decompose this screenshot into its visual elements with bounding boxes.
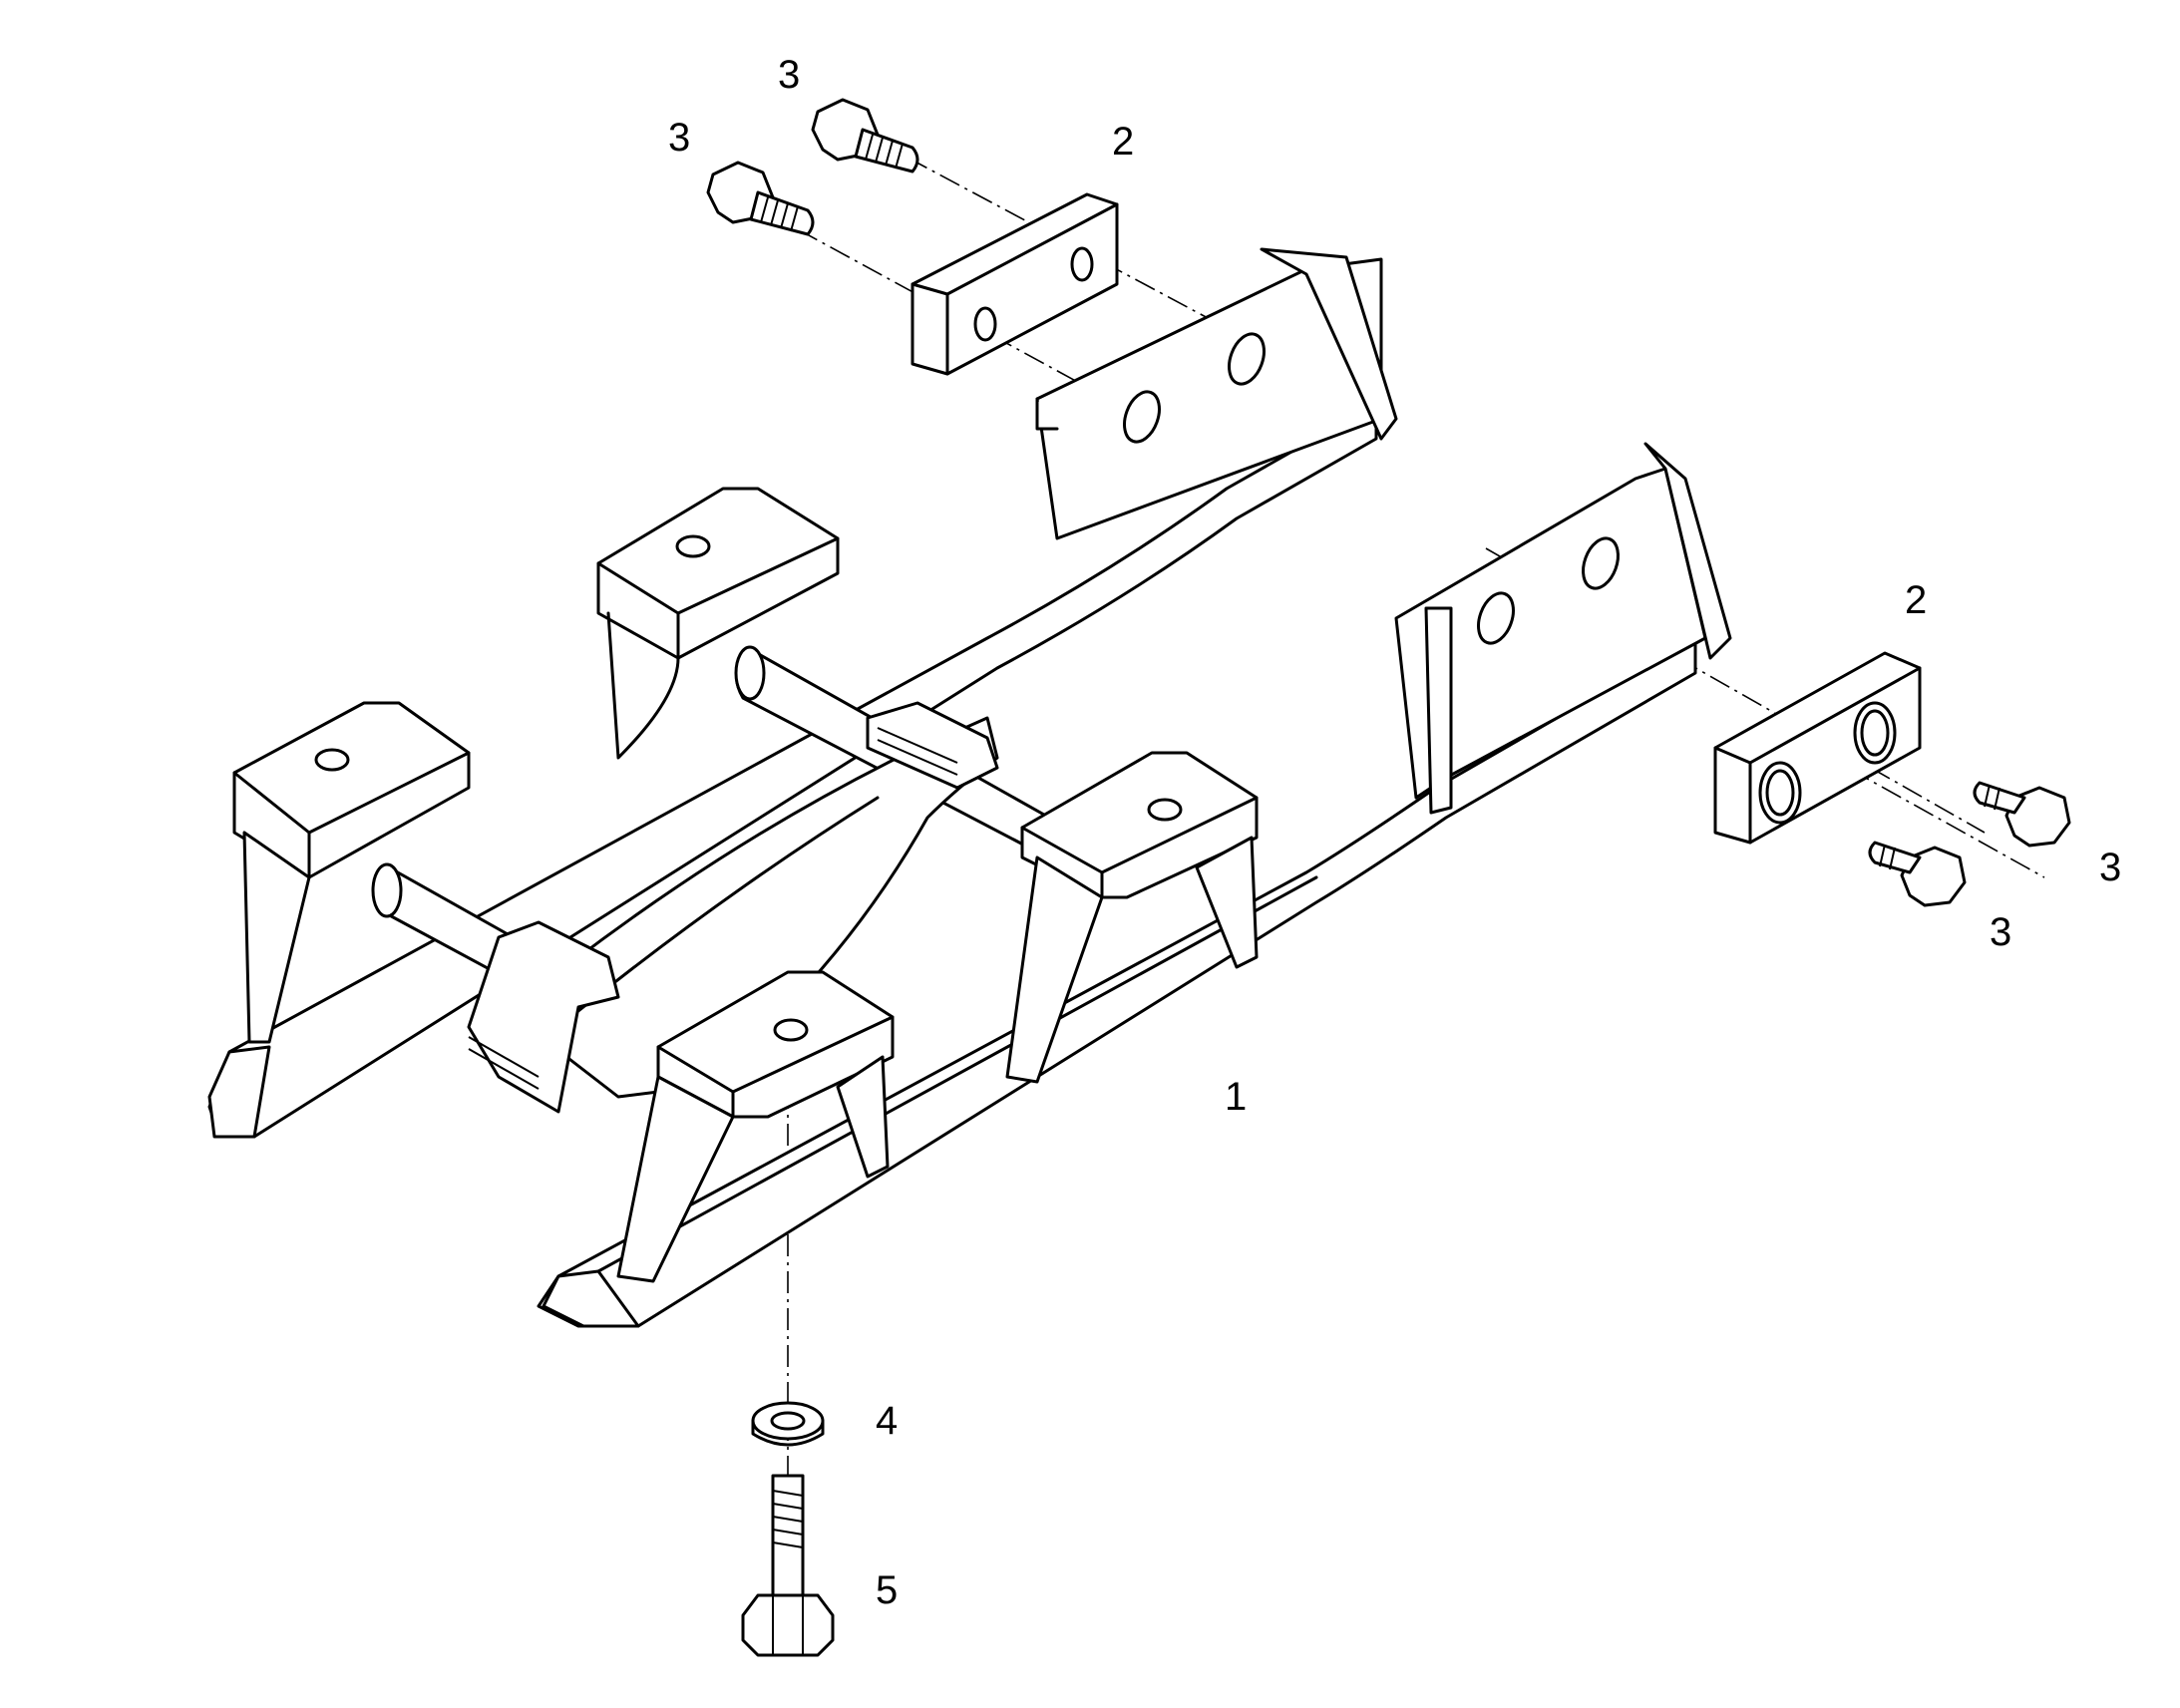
clamp-plate-part-2-lower (1713, 651, 1922, 845)
cap-screw-part-3-b (706, 161, 815, 236)
front-rail (537, 636, 1697, 1328)
assembly-centerlines (787, 157, 2045, 1526)
callout-part-3-c: 3 (2099, 846, 2122, 889)
callout-part-1: 1 (1225, 1075, 1248, 1119)
callout-part-2-lower: 2 (1905, 578, 1928, 622)
mounting-pad-rear-left (596, 487, 840, 660)
callout-part-4: 4 (876, 1399, 899, 1443)
bolt-part-5 (741, 1474, 835, 1657)
callout-part-2-upper: 2 (1112, 120, 1135, 164)
cap-screw-part-3-c (1973, 781, 2071, 848)
rear-rail-plate (1035, 257, 1383, 540)
callout-part-3-d: 3 (1990, 910, 2012, 954)
clamp-plate-part-2-upper (910, 192, 1119, 376)
rear-rail-end-cap (1260, 247, 1398, 441)
main-frame-part-1 (207, 247, 1732, 1328)
washer-part-4 (751, 1401, 825, 1447)
callout-part-3-b: 3 (668, 116, 691, 160)
cap-screw-part-3-d (1868, 841, 1967, 907)
clamp-block-rear (866, 701, 999, 790)
front-rail-end-cap (1643, 442, 1732, 660)
callout-part-5: 5 (876, 1568, 899, 1612)
callout-part-3-a: 3 (778, 53, 801, 97)
cap-screw-part-3-a (811, 98, 919, 173)
